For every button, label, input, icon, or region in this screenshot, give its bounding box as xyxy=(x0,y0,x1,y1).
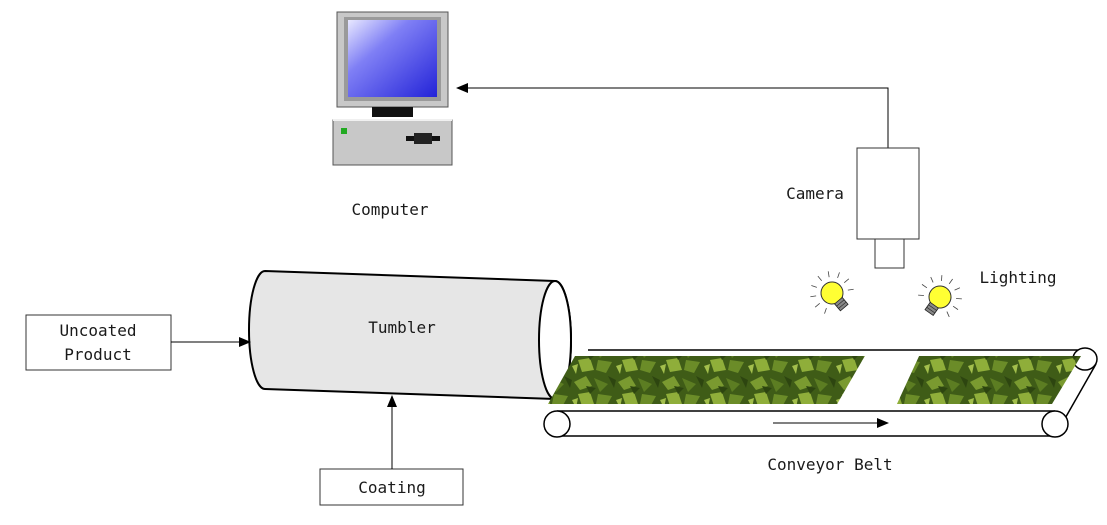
coating-label: Coating xyxy=(358,478,425,497)
camera-label: Camera xyxy=(786,184,844,203)
uncoated-product-box xyxy=(25,314,172,371)
conveyor-belt xyxy=(543,347,1098,438)
camera-icon xyxy=(856,147,920,269)
screen xyxy=(348,20,437,97)
uncoated-label-line1: Uncoated xyxy=(59,321,136,340)
conveyor-belt-label: Conveyor Belt xyxy=(767,455,892,474)
lighting-label: Lighting xyxy=(979,268,1056,287)
inspection-gap xyxy=(836,354,920,406)
camera-to-computer-arrow xyxy=(456,83,889,148)
computer-icon xyxy=(332,11,453,166)
coating-box xyxy=(319,468,464,506)
uncoated-label-line2: Product xyxy=(64,345,131,364)
leaf-product-surface xyxy=(548,356,1081,404)
tumbler-label: Tumbler xyxy=(368,318,436,337)
light-bulb-icon xyxy=(918,275,962,318)
computer-label: Computer xyxy=(351,200,428,219)
light-bulb-icon xyxy=(810,271,854,314)
